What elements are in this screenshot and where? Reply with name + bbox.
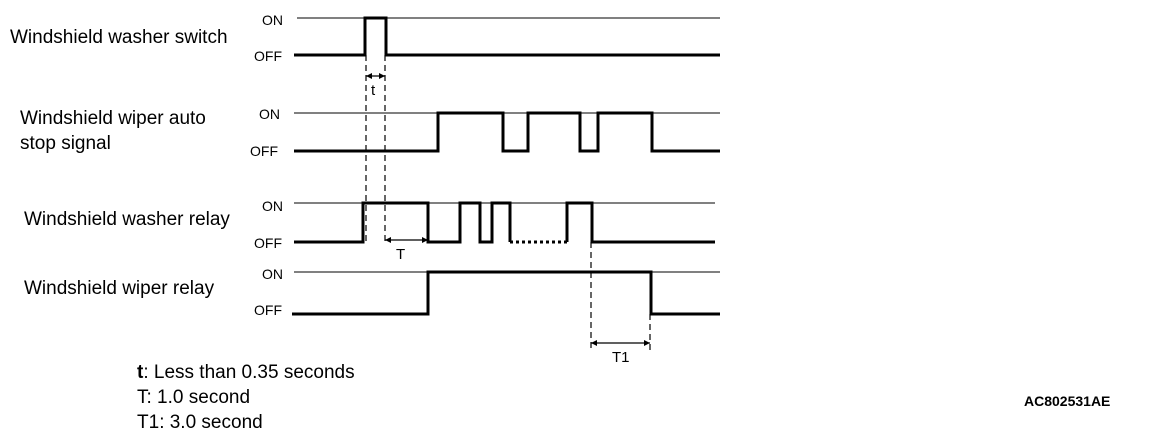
signal-wiper-relay: Windshield wiper relay ON OFF [24, 266, 720, 318]
arrowhead-right [379, 73, 385, 79]
dimension-label-t: t [371, 82, 376, 99]
arrowhead-left [366, 73, 372, 79]
on-label: ON [262, 266, 283, 282]
signal-washer-switch: Windshield washer switch ON OFF [10, 12, 720, 64]
on-label: ON [262, 198, 283, 214]
arrowhead-left [591, 340, 597, 346]
signal-label-wiper-auto-stop-line1: Windshield wiper auto [20, 108, 206, 129]
legend-item-t: t: Less than 0.35 seconds [137, 362, 355, 383]
signal-label-washer-switch: Windshield washer switch [10, 27, 228, 48]
signal-label-wiper-auto-stop-line2: stop signal [20, 133, 111, 154]
off-label: OFF [254, 48, 282, 64]
dimension-label-T1: T1 [612, 349, 630, 366]
arrowhead-left [385, 237, 391, 243]
dimension-label-T: T [396, 246, 405, 263]
washer-relay-waveform-part1 [294, 201, 512, 244]
wiper-auto-stop-waveform [294, 111, 720, 153]
dimension-T1: T1 [591, 340, 650, 366]
off-label: OFF [254, 235, 282, 251]
dashed-timing-guides [365, 55, 651, 350]
legend-item-T1: T1: 3.0 second [137, 412, 263, 433]
dimension-T: T [385, 237, 428, 263]
signal-label-wiper-relay: Windshield wiper relay [24, 278, 215, 299]
off-label: OFF [250, 143, 278, 159]
off-label: OFF [254, 302, 282, 318]
wiper-relay-waveform [292, 270, 720, 316]
figure-code: AC802531AE [1024, 393, 1110, 409]
washer-switch-waveform [294, 16, 720, 57]
signal-wiper-auto-stop: Windshield wiper auto stop signal ON OFF [20, 106, 720, 159]
legend: t: Less than 0.35 seconds T: 1.0 second … [137, 362, 355, 433]
signal-label-washer-relay: Windshield washer relay [24, 209, 230, 230]
on-label: ON [262, 12, 283, 28]
arrowhead-right [422, 237, 428, 243]
arrowhead-right [644, 340, 650, 346]
dimension-t: t [366, 73, 385, 99]
signal-washer-relay: Windshield washer relay ON OFF [24, 198, 715, 251]
legend-item-T: T: 1.0 second [137, 387, 250, 408]
washer-relay-waveform-part2 [565, 201, 715, 244]
on-label: ON [259, 106, 280, 122]
